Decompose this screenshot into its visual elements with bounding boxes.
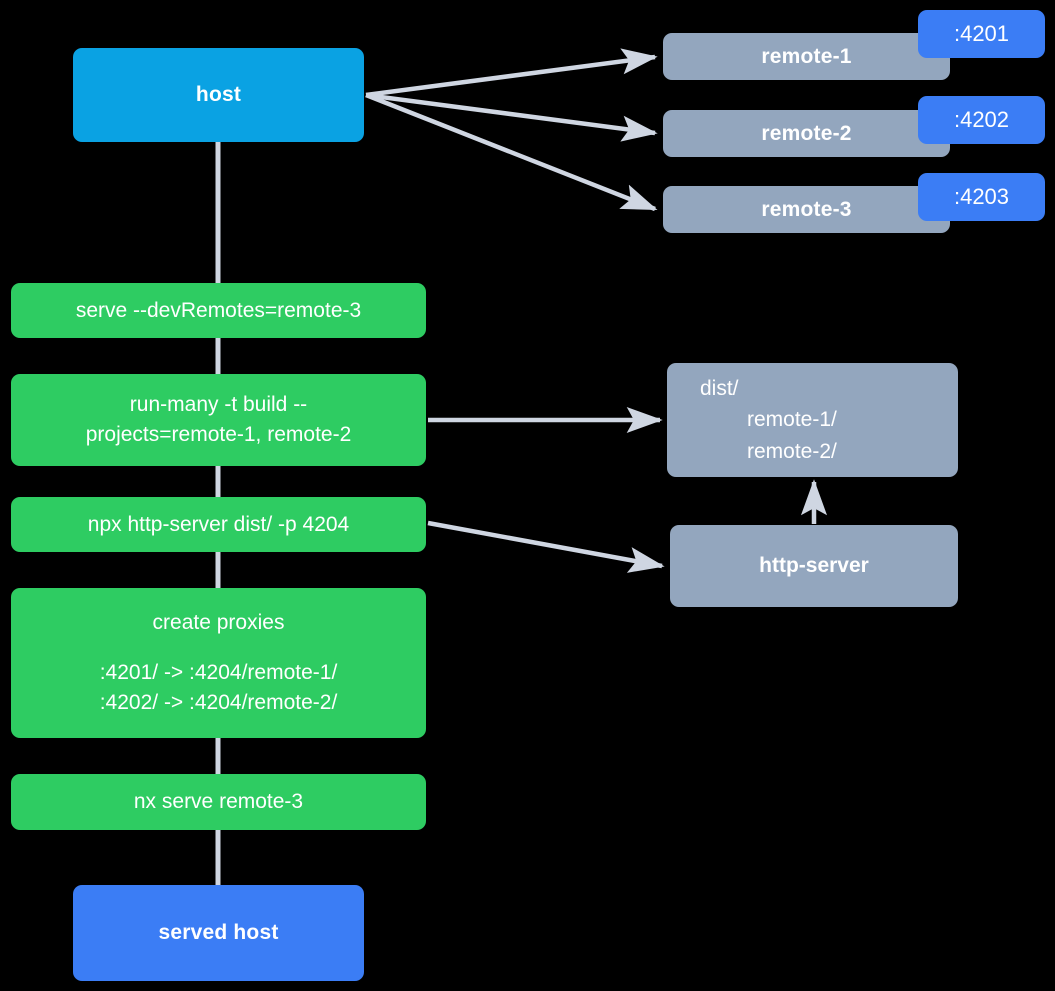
- node-served-host-label: served host: [158, 921, 279, 944]
- command-run-many-build-line-1: run-many -t build --: [129, 393, 308, 417]
- node-served-host[interactable]: served host: [73, 885, 364, 981]
- command-npx-http-server-line-1: npx http-server dist/ -p 4204: [87, 512, 350, 536]
- command-create-proxies-mapping-2: :4202/ -> :4204/remote-2/: [99, 690, 338, 714]
- command-serve-devremotes-line-1: serve --devRemotes=remote-3: [75, 298, 362, 322]
- dist-folder-child-remote-2: remote-2/: [747, 439, 837, 463]
- command-run-many-build[interactable]: run-many -t build -- projects=remote-1, …: [11, 374, 426, 466]
- node-remote-3-label: remote-3: [761, 197, 852, 221]
- node-http-server[interactable]: http-server: [670, 525, 958, 607]
- node-remote-3[interactable]: remote-3: [663, 186, 950, 233]
- node-host[interactable]: host: [73, 48, 364, 142]
- command-create-proxies-mapping-1: :4201/ -> :4204/remote-1/: [99, 661, 338, 685]
- node-remote-2[interactable]: remote-2: [663, 110, 950, 157]
- command-npx-http-server[interactable]: npx http-server dist/ -p 4204: [11, 497, 426, 552]
- node-remote-2-label: remote-2: [761, 121, 852, 145]
- port-badge-remote-1-label: :4201: [953, 21, 1010, 46]
- port-badge-remote-3[interactable]: :4203: [918, 173, 1045, 221]
- command-nx-serve-remote-3[interactable]: nx serve remote-3: [11, 774, 426, 830]
- dist-folder-child-remote-1: remote-1/: [747, 408, 837, 432]
- dist-folder-root: dist/: [700, 377, 739, 401]
- edge-host-remote-2: [365, 92, 658, 142]
- node-http-server-label: http-server: [759, 554, 869, 577]
- command-create-proxies[interactable]: create proxies :4201/ -> :4204/remote-1/…: [11, 588, 426, 738]
- edge-host-remote-1: [365, 48, 658, 98]
- edge-host-remote-3: [365, 92, 658, 212]
- node-remote-1-label: remote-1: [761, 44, 852, 68]
- port-badge-remote-2[interactable]: :4202: [918, 96, 1045, 144]
- port-badge-remote-1[interactable]: :4201: [918, 10, 1045, 58]
- node-host-label: host: [195, 83, 242, 106]
- edge-npx-httpserver: [427, 520, 665, 573]
- node-dist-folder[interactable]: dist/ remote-1/ remote-2/: [667, 363, 958, 477]
- command-serve-devremotes[interactable]: serve --devRemotes=remote-3: [11, 283, 426, 338]
- node-remote-1[interactable]: remote-1: [663, 33, 950, 80]
- command-create-proxies-title: create proxies: [152, 611, 285, 635]
- port-badge-remote-3-label: :4203: [953, 184, 1010, 209]
- port-badge-remote-2-label: :4202: [953, 107, 1010, 132]
- command-run-many-build-line-2: projects=remote-1, remote-2: [85, 423, 352, 446]
- command-nx-serve-remote-3-line-1: nx serve remote-3: [133, 790, 304, 814]
